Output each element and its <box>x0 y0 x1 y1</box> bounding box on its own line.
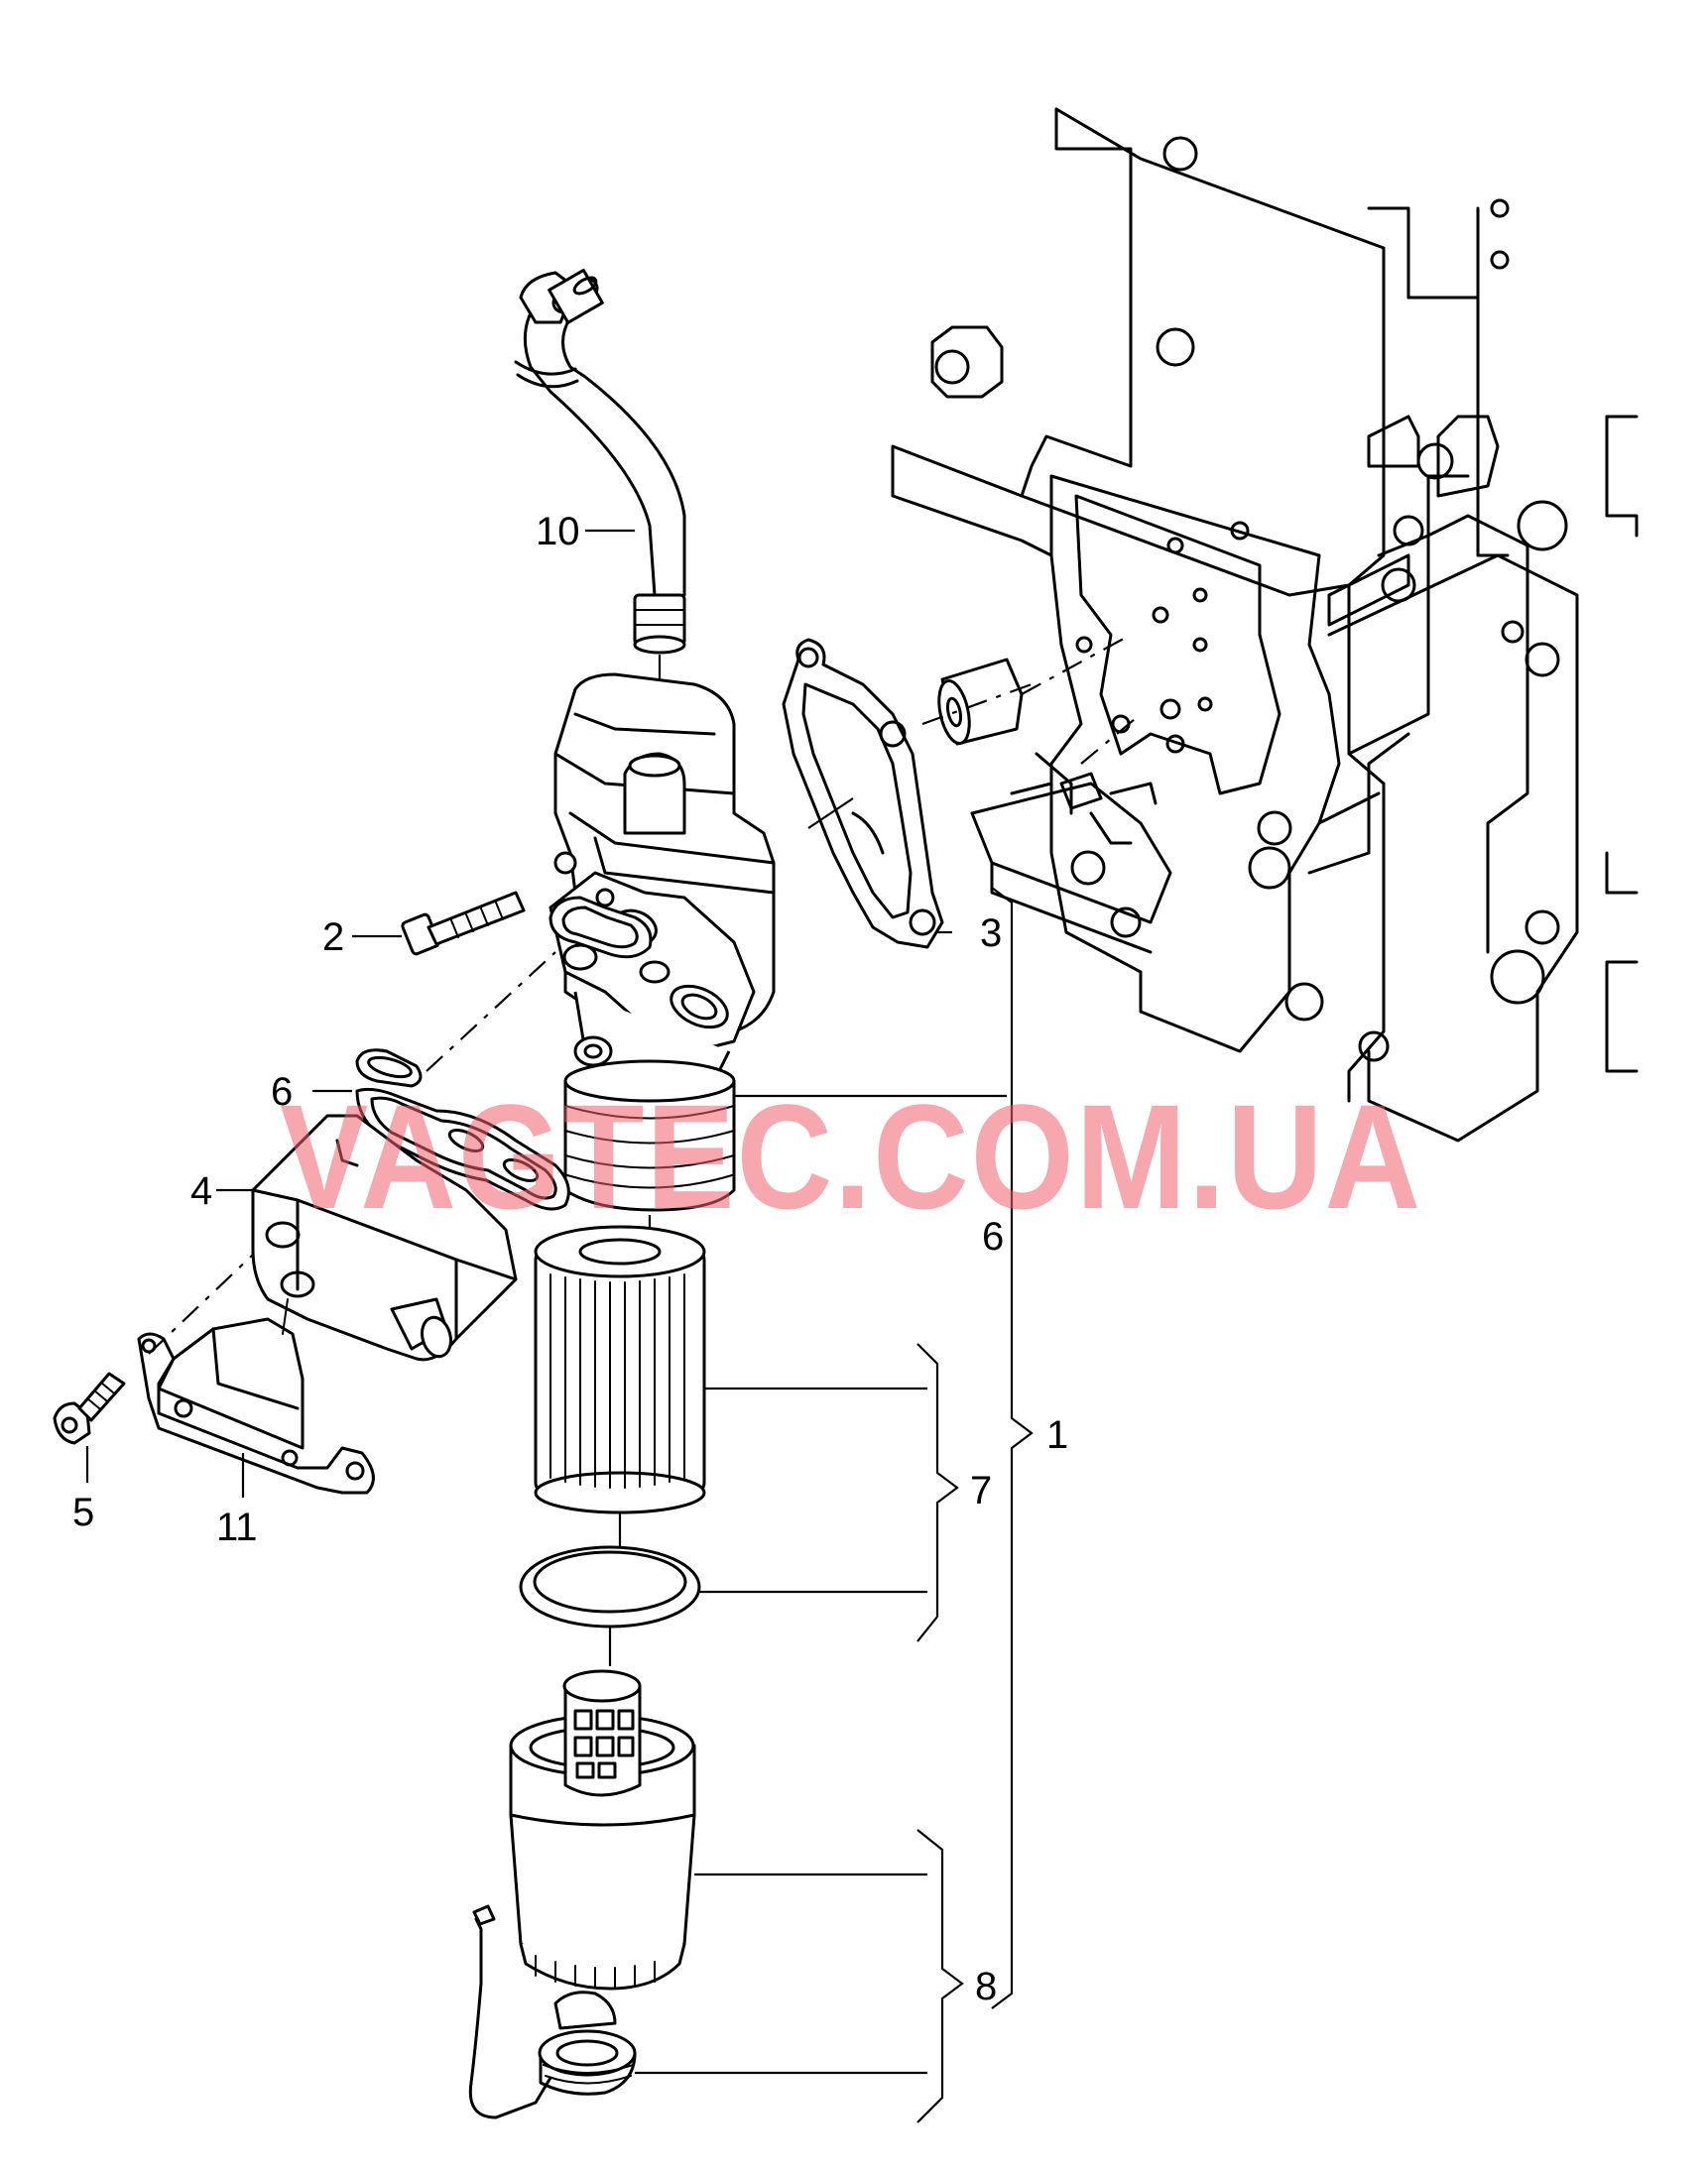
breather-hose <box>514 268 686 754</box>
callout-3: 3 <box>980 911 1002 955</box>
engine-block <box>891 107 1639 1143</box>
leader-lines <box>85 529 1034 2123</box>
oil-cooler-4 <box>251 1114 518 1362</box>
callout-6-lower: 6 <box>982 1215 1004 1259</box>
callout-11: 11 <box>216 1506 258 1549</box>
seal-6-lower <box>355 1048 570 1211</box>
pleats <box>549 1273 685 1489</box>
callout-5: 5 <box>72 1491 94 1534</box>
callout-2: 2 <box>322 915 344 959</box>
o-ring <box>519 1545 701 1666</box>
gasket-3 <box>782 638 944 949</box>
drain-plug <box>468 1904 637 2119</box>
callouts: 10 2 3 6 4 6 1 7 5 11 8 <box>72 510 1068 2008</box>
callout-4: 4 <box>190 1169 212 1213</box>
callout-1: 1 <box>1046 1413 1068 1457</box>
bracket-11 <box>137 1298 375 1495</box>
seal-6-upper <box>549 896 653 959</box>
filter-cap-8 <box>509 1669 696 1991</box>
bolt-2 <box>401 851 577 956</box>
bolt-5 <box>53 1372 126 1445</box>
callout-7: 7 <box>970 1469 992 1512</box>
callout-6-upper: 6 <box>271 1070 293 1114</box>
watermark: VAGTEC.COM.UA <box>280 1073 1422 1240</box>
filter-element-7 <box>534 1225 706 1547</box>
callout-8: 8 <box>975 1965 997 2008</box>
callout-10: 10 <box>536 510 580 553</box>
centerlines <box>148 634 1142 1355</box>
